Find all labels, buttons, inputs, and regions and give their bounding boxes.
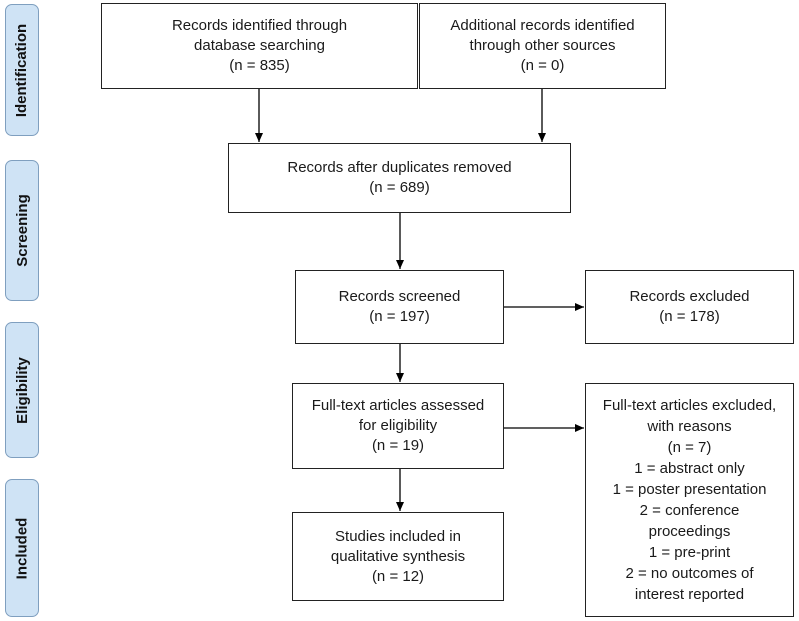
- fulltext-assessed-line-2: for eligibility: [358, 417, 438, 434]
- stage-screening: Screening: [5, 160, 39, 301]
- fulltext-excluded-line-6: 2 = conference: [639, 502, 740, 519]
- box-other-sources: Additional records identified through ot…: [419, 3, 666, 89]
- fulltext-assessed-line-3: (n = 19): [371, 437, 425, 454]
- fulltext-excluded-line-1: Full-text articles excluded,: [602, 397, 777, 414]
- database-line-2: database searching: [194, 37, 325, 54]
- box-after-duplicates: Records after duplicates removed (n = 68…: [228, 143, 571, 213]
- stage-included: Included: [5, 479, 39, 617]
- box-fulltext-assessed: Full-text articles assessed for eligibil…: [292, 383, 504, 469]
- fulltext-assessed-line-1: Full-text articles assessed: [311, 397, 485, 414]
- screened-line-1: Records screened: [338, 288, 461, 305]
- included-line-1: Studies included in: [335, 527, 461, 545]
- fulltext-excluded-line-7: proceedings: [648, 523, 731, 540]
- after-duplicates-line-1: Records after duplicates removed: [287, 159, 512, 176]
- fulltext-excluded-line-2: with reasons: [647, 418, 732, 435]
- excluded-line-1: Records excluded: [629, 288, 750, 305]
- box-fulltext-excluded: Full-text articles excluded, with reason…: [585, 383, 794, 617]
- fulltext-excluded-line-4: 1 = abstract only: [634, 460, 745, 477]
- fulltext-excluded-line-5: 1 = poster presentation: [612, 481, 767, 498]
- fulltext-excluded-line-3: (n = 7): [667, 439, 712, 456]
- database-line-3: (n = 835): [229, 57, 290, 74]
- fulltext-excluded-line-9: 2 = no outcomes of: [625, 565, 754, 582]
- stage-eligibility: Eligibility: [5, 322, 39, 458]
- fulltext-excluded-line-8: 1 = pre-print: [648, 544, 731, 561]
- stage-identification: Identification: [5, 4, 39, 136]
- fulltext-excluded-line-10: interest reported: [634, 586, 745, 603]
- other-sources-line-2: through other sources: [469, 37, 616, 54]
- other-sources-line-3: (n = 0): [520, 57, 565, 74]
- other-sources-line-1: Additional records identified: [450, 17, 635, 34]
- box-records-excluded: Records excluded (n = 178): [585, 270, 794, 344]
- excluded-line-2: (n = 178): [659, 308, 720, 325]
- screened-line-2: (n = 197): [369, 308, 430, 325]
- box-studies-included: Studies included in qualitative synthesi…: [292, 512, 504, 601]
- box-records-screened: Records screened (n = 197): [295, 270, 504, 344]
- box-database-records: Records identified through database sear…: [101, 3, 418, 89]
- database-line-1: Records identified through: [171, 17, 348, 34]
- included-line-3: (n = 12): [371, 567, 425, 585]
- after-duplicates-line-2: (n = 689): [369, 179, 430, 196]
- included-line-2: qualitative synthesis: [330, 547, 466, 565]
